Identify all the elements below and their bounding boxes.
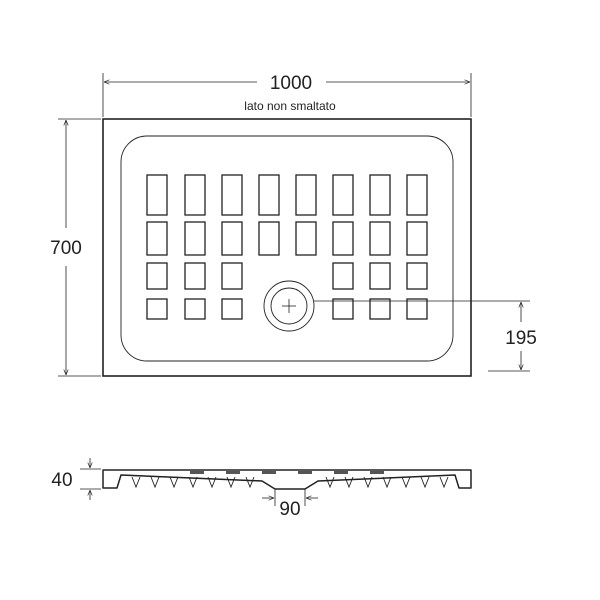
profile-rib	[401, 476, 411, 489]
anti-slip-cell	[221, 174, 243, 216]
profile-rib	[325, 476, 335, 489]
drain-diameter-label: 90	[279, 499, 300, 520]
drain-offset-label: 195	[505, 328, 537, 349]
anti-slip-cell	[332, 174, 354, 216]
side-profile-view	[102, 469, 472, 490]
height-dimension: 40	[51, 458, 101, 500]
profile-rib	[382, 476, 392, 489]
anti-slip-cell	[332, 298, 354, 320]
depth-dimension: 700	[50, 118, 101, 377]
anti-slip-cell	[369, 221, 391, 256]
profile-surface-hatch	[190, 471, 384, 474]
anti-slip-pattern	[146, 174, 428, 320]
width-dimension-label: 1000	[270, 73, 312, 94]
anti-slip-cell	[146, 174, 168, 216]
anti-slip-cell	[406, 262, 428, 290]
anti-slip-cell	[406, 174, 428, 216]
profile-rib	[420, 476, 430, 489]
tray-basin-outline	[120, 135, 454, 362]
drain-offset-dimension: 195	[314, 300, 537, 372]
height-dimension-label: 40	[51, 470, 72, 491]
anti-slip-cell	[406, 221, 428, 256]
anti-slip-cell	[332, 262, 354, 290]
profile-rib	[226, 476, 236, 489]
anti-slip-cell	[184, 298, 206, 320]
anti-slip-cell	[332, 221, 354, 256]
anti-slip-cell	[184, 221, 206, 256]
profile-rib	[344, 476, 354, 489]
profile-rib	[207, 476, 217, 489]
profile-ribs	[131, 476, 449, 489]
anti-slip-cell	[258, 221, 280, 256]
anti-slip-cell	[295, 221, 317, 256]
unglazed-side-note: lato non smaltato	[244, 99, 336, 113]
profile-surface-line	[120, 474, 263, 482]
profile-rib	[439, 476, 449, 489]
profile-rib	[363, 476, 373, 489]
anti-slip-cell	[369, 298, 391, 320]
anti-slip-cell	[221, 262, 243, 290]
profile-rib	[131, 476, 141, 489]
anti-slip-cell	[258, 174, 280, 216]
drain-top	[263, 280, 315, 332]
anti-slip-cell	[184, 174, 206, 216]
anti-slip-cell	[221, 221, 243, 256]
profile-rib	[169, 476, 179, 489]
profile-rib	[245, 476, 255, 489]
anti-slip-cell	[406, 298, 428, 320]
profile-rib	[150, 476, 160, 489]
drain-diameter-dimension: 90	[262, 489, 318, 520]
anti-slip-cell	[146, 221, 168, 256]
anti-slip-cell	[369, 262, 391, 290]
anti-slip-cell	[146, 262, 168, 290]
width-dimension: 1000 lato non smaltato	[102, 73, 472, 117]
anti-slip-cell	[295, 174, 317, 216]
anti-slip-cell	[184, 262, 206, 290]
anti-slip-cell	[221, 298, 243, 320]
top-view	[102, 118, 472, 377]
depth-dimension-label: 700	[50, 238, 82, 259]
anti-slip-cell	[146, 298, 168, 320]
profile-rib	[188, 476, 198, 489]
anti-slip-cell	[369, 174, 391, 216]
